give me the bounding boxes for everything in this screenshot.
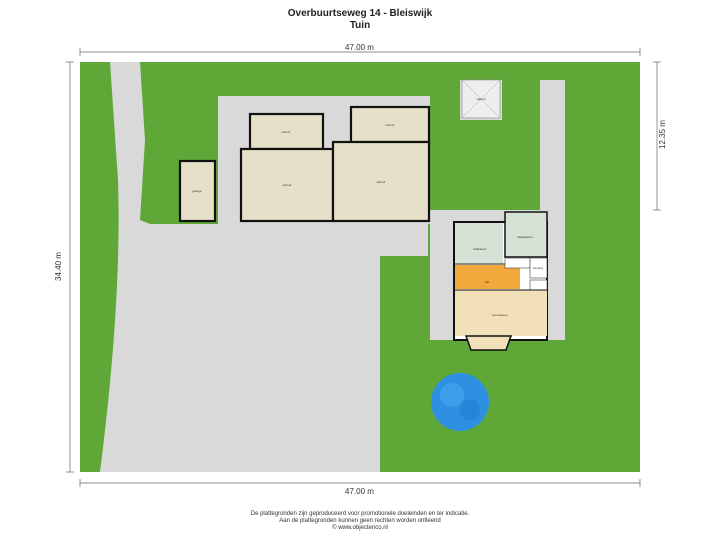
page-subtitle: Tuin — [349, 20, 371, 31]
hal-label: hal — [485, 280, 489, 284]
garage-label: garage — [192, 189, 202, 193]
schuur-main-label: schuur — [282, 183, 291, 187]
dimension-right: 12.35 m — [657, 120, 667, 149]
page-title: Overbuurtseweg 14 - Bleiswijk — [287, 8, 433, 19]
dimension-left: 34.40 m — [53, 252, 63, 281]
carport-label: carport — [476, 97, 486, 101]
footer-line-3: © www.objectenco.nl — [332, 525, 388, 531]
dimension-top: 47.00 m — [345, 43, 374, 52]
slaapkamer-label: slaapkamer — [517, 235, 533, 239]
dimension-lines — [66, 48, 661, 487]
dimension-bottom: 47.00 m — [345, 487, 374, 496]
outbuildings — [178, 105, 431, 223]
schuur-top-right-label: schuur — [385, 123, 394, 127]
footer-line-2: Aan de plattegronden kunnen geen rechten… — [279, 518, 441, 524]
footer-line-1: De plattegronden zijn geproduceerd voor … — [250, 511, 470, 517]
badkamer-label: badkamer — [473, 247, 486, 251]
pool — [431, 373, 489, 431]
berging-label: berging — [533, 266, 543, 270]
woonkamer-label: woonkamer — [492, 313, 508, 317]
house — [453, 211, 548, 351]
schuur-right-label: schuur — [376, 180, 385, 184]
schuur-top-left-label: schuur — [281, 130, 290, 134]
